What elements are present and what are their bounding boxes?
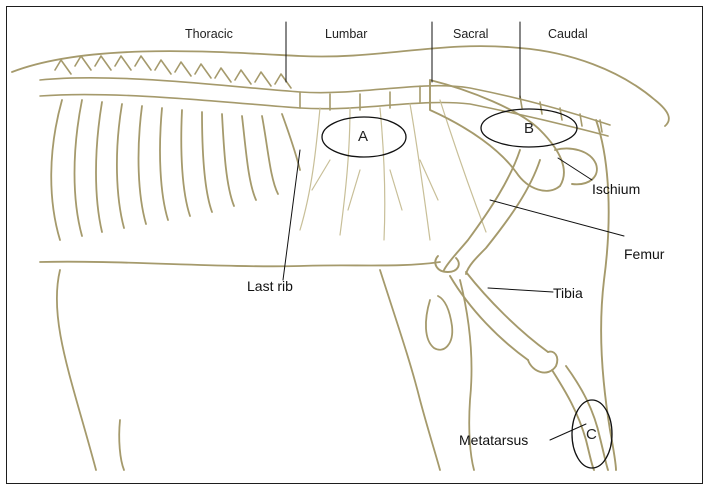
region-label-lumbar: Lumbar [325,28,367,41]
label-tibia: Tibia [553,286,583,300]
last-rib [282,114,300,170]
lumbar-nerve-lines [300,100,486,240]
back-outline [12,46,669,126]
marker-a-label: A [358,129,368,144]
rib-cage [51,100,300,240]
marker-b-label: B [524,121,534,136]
label-ischium: Ischium [592,182,640,196]
marker-c-label: C [586,427,597,442]
label-last-rib: Last rib [247,279,293,293]
region-label-caudal: Caudal [548,28,588,41]
tibia-bone [450,272,557,373]
femur-bone [435,150,540,274]
region-label-sacral: Sacral [453,28,488,41]
label-metatarsus: Metatarsus [459,433,528,447]
region-label-thoracic: Thoracic [185,28,233,41]
pelvis-bone [430,80,597,191]
label-femur: Femur [624,247,664,261]
